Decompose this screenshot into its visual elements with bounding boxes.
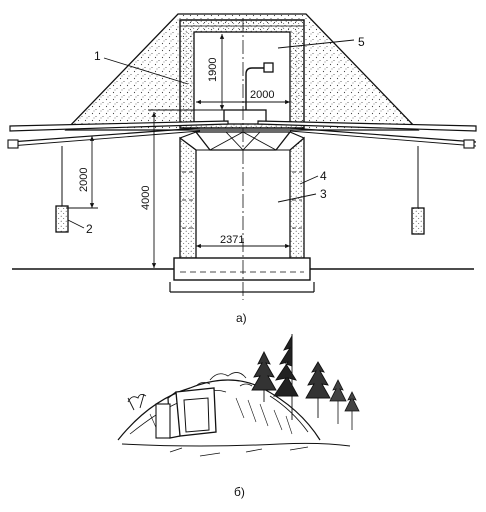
caption-a: а) — [236, 311, 247, 325]
dim-2371-label: 2371 — [220, 234, 244, 246]
device-head — [263, 62, 274, 73]
right-arm — [257, 120, 477, 132]
wall-joints — [182, 171, 302, 229]
central-platform — [223, 109, 267, 125]
left-lower-arm — [9, 127, 201, 143]
upper-chamber-interior — [193, 31, 291, 123]
device-pipe — [245, 67, 266, 114]
dim-2000h-label: 2000 — [250, 89, 274, 101]
sketch-foliage — [195, 372, 253, 387]
sketch-tree-1 — [273, 334, 299, 420]
leader-4 — [299, 175, 319, 185]
left-lower-arm-2 — [9, 130, 201, 147]
dim-2000v-label: 2000 — [78, 168, 90, 192]
leader-5 — [277, 39, 355, 49]
sketch-tree-5 — [344, 391, 360, 430]
shaft-wall-left — [179, 136, 197, 259]
caption-b: б) — [234, 485, 245, 499]
right-arm-cap — [463, 139, 475, 149]
leader-2 — [67, 219, 85, 229]
dim-4000-label: 4000 — [140, 186, 152, 210]
right-lower-arm-2 — [289, 130, 477, 147]
callout-3: 3 — [320, 187, 327, 201]
dim-1900-label: 1900 — [207, 58, 219, 82]
leader-3 — [277, 193, 317, 203]
sketch-tree-4 — [329, 379, 347, 424]
right-weight — [411, 207, 425, 235]
sketch-entrance — [175, 387, 217, 437]
sketch-ground — [121, 442, 351, 447]
sketch-tree-2 — [251, 350, 277, 402]
diagram-a — [7, 13, 477, 300]
sketch-b — [117, 334, 360, 457]
callout-5: 5 — [358, 35, 365, 49]
callout-4: 4 — [320, 169, 327, 183]
right-lower-arm — [289, 127, 477, 143]
callout-2: 2 — [86, 222, 93, 236]
left-weight — [55, 205, 69, 233]
sketch-tree-3 — [305, 361, 331, 418]
sketch-vegetation-left — [127, 393, 147, 411]
foundation — [173, 257, 311, 281]
callout-1: 1 — [94, 49, 101, 63]
sketch-door — [155, 403, 171, 439]
leader-1 — [103, 57, 189, 85]
left-arm-cap — [7, 139, 19, 149]
